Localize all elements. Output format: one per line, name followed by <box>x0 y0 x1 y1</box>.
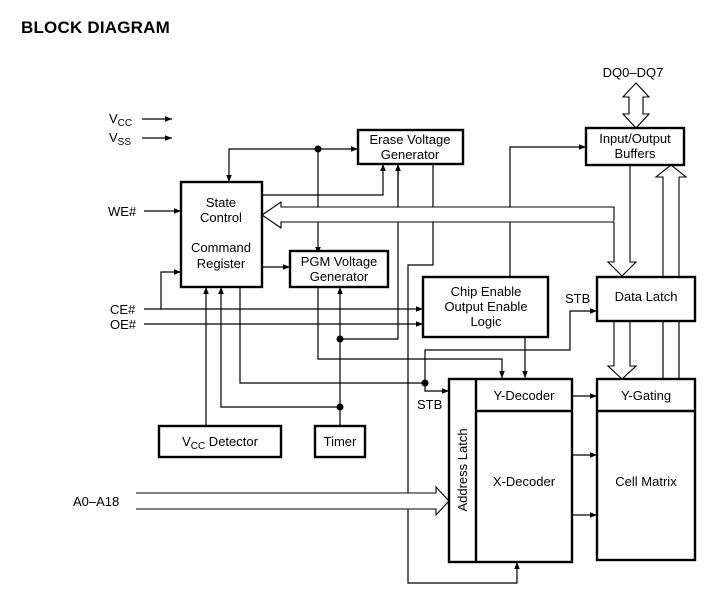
block-label: Logic <box>470 314 502 329</box>
latch-to-io-bus <box>654 164 688 276</box>
stb-data-wire <box>424 308 597 383</box>
erase-voltage-generator-block: Erase Voltage Generator <box>356 128 465 166</box>
block-label: Command <box>191 240 251 255</box>
block-label: Timer <box>324 434 357 449</box>
block-label: Generator <box>310 269 369 284</box>
block-label: Chip Enable <box>451 284 522 299</box>
timer-to-sc-wire <box>218 287 340 408</box>
junction-dot <box>314 145 322 153</box>
io-buffers-block: Input/Output Buffers <box>584 126 686 167</box>
vss-label: VSS <box>109 130 131 148</box>
block-label: Output Enable <box>444 299 527 314</box>
we-label: WE# <box>108 204 137 219</box>
block-label: Input/Output <box>599 131 671 146</box>
vcc-label: VCC <box>109 111 132 129</box>
stb-addr-wire <box>424 383 449 394</box>
erase-feedback-wire <box>226 148 318 182</box>
oe-label: OE# <box>110 317 137 332</box>
dq-bus-label: DQ0–DQ7 <box>603 65 664 80</box>
block-label: VCC Detector <box>182 434 259 452</box>
chip-enable-logic-block: Chip Enable Output Enable Logic <box>421 275 550 339</box>
y-decoder-label: Y-Decoder <box>494 388 556 403</box>
block-label: Register <box>197 256 246 271</box>
block-label: Erase Voltage <box>370 132 451 147</box>
diagram-title: BLOCK DIAGRAM <box>21 18 170 37</box>
cr-to-ydec-wire <box>239 287 425 384</box>
x-decoder-label: X-Decoder <box>493 474 556 489</box>
dq-bus-arrow <box>621 82 651 129</box>
sc-to-erase-wire <box>262 164 386 196</box>
signal-labels: VCC VSS WE# CE# OE# A0–A18 DQ0–DQ7 STB S… <box>73 65 663 509</box>
cell-matrix-label: Cell Matrix <box>615 474 677 489</box>
y-gating-label: Y-Gating <box>621 388 671 403</box>
block-label: Buffers <box>615 146 656 161</box>
erase-to-xdec-wire <box>407 164 520 584</box>
wires <box>142 116 597 584</box>
address-bus-arrow <box>136 485 450 517</box>
block-label: PGM Voltage <box>301 254 378 269</box>
block-label: Data Latch <box>615 289 678 304</box>
timer-block: Timer <box>313 424 367 459</box>
vcc-detector-block: VCC Detector <box>157 424 283 459</box>
data-latch-block: Data Latch <box>595 275 697 323</box>
decoder-block: Y-Decoder X-Decoder Address Latch <box>447 377 574 564</box>
internal-bus-arrow <box>261 200 615 230</box>
block-label: State <box>206 195 236 210</box>
latch-to-ygating-bus <box>606 321 638 380</box>
address-latch-label: Address Latch <box>455 428 470 511</box>
stb-address-label: STB <box>417 397 442 412</box>
junction-dot <box>336 403 344 411</box>
ce-to-sc-wire <box>160 269 181 309</box>
ce-label: CE# <box>110 302 136 317</box>
timer-to-ce-wire <box>340 155 399 340</box>
pgm-voltage-generator-block: PGM Voltage Generator <box>288 249 390 289</box>
block-label: Generator <box>381 147 440 162</box>
buses <box>136 82 688 517</box>
bus-to-io-wire <box>509 144 586 276</box>
block-label: Control <box>200 210 242 225</box>
stb-data-label: STB <box>565 291 590 306</box>
address-bus-label: A0–A18 <box>73 494 119 509</box>
cell-matrix-block: Y-Gating Cell Matrix <box>595 377 697 562</box>
state-control-block: State Control Command Register <box>179 180 264 289</box>
pgm-to-ydec-wire <box>317 287 505 378</box>
